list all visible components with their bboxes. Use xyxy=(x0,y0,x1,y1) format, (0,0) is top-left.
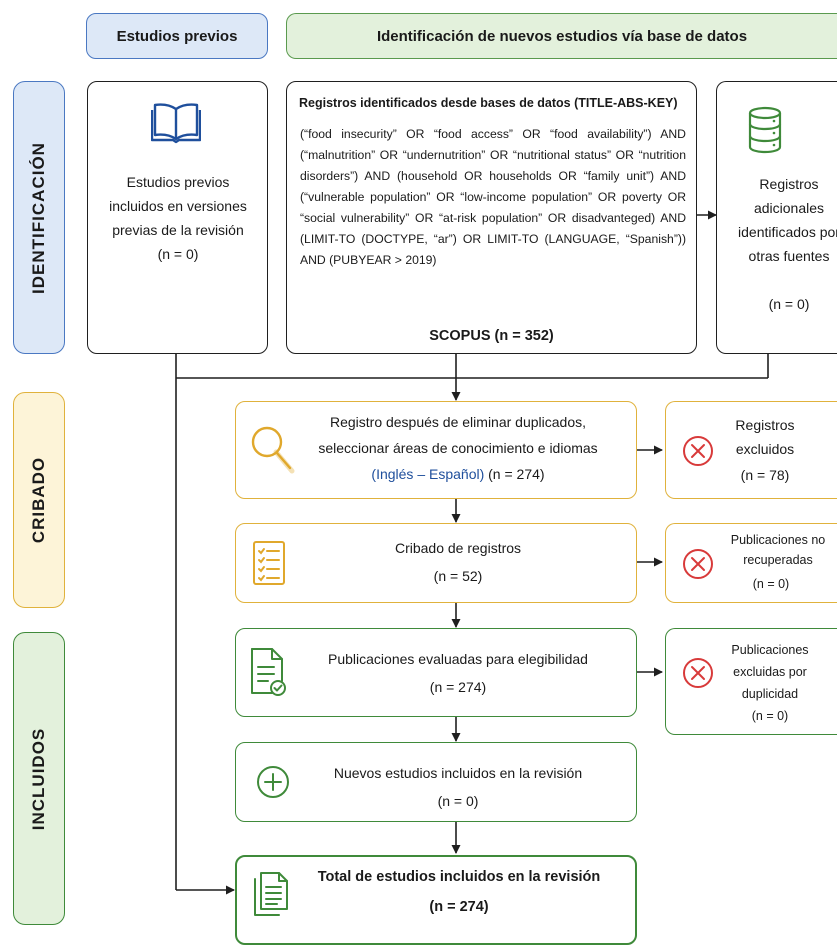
excluded-records-box: Registros excluidos (n = 78) xyxy=(665,401,837,499)
x-circle-icon xyxy=(683,658,713,688)
not-retrieved-text: Publicaciones no recuperadas xyxy=(730,533,826,567)
eligibility-text: Publicaciones evaluadas para elegibilida… xyxy=(328,651,588,667)
dedup-box: Registro después de eliminar duplicados,… xyxy=(235,401,637,499)
checklist-icon xyxy=(253,541,285,585)
screening-text: Cribado de registros xyxy=(394,540,522,556)
new-included-box: Nuevos estudios incluidos en la revisión… xyxy=(235,742,637,822)
screening-count: (n = 52) xyxy=(433,568,483,584)
previous-studies-count: (n = 0) xyxy=(157,246,199,262)
screening-box: Cribado de registros (n = 52) xyxy=(235,523,637,603)
excluded-duplicates-box: Publicaciones excluidas por duplicidad (… xyxy=(665,628,837,735)
eligibility-count: (n = 274) xyxy=(429,679,487,695)
phase-included: INCLUIDOS xyxy=(13,632,65,925)
database-query: (“food insecurity” OR “food access” OR “… xyxy=(300,127,686,267)
new-included-text: Nuevos estudios incluidos en la revisión xyxy=(333,765,583,781)
header-previous-studies: Estudios previos xyxy=(86,13,268,59)
total-included-count: (n = 274) xyxy=(429,899,489,915)
dedup-line3: (Inglés – Español) (n = 274) xyxy=(288,462,628,486)
x-circle-icon xyxy=(683,436,713,466)
database-records-title: Registros identificados desde bases de d… xyxy=(299,96,678,110)
excluded-duplicates-count: (n = 0) xyxy=(751,709,789,723)
header-new-studies: Identificación de nuevos estudios vía ba… xyxy=(286,13,837,59)
book-icon xyxy=(151,103,201,144)
total-included-box: Total de estudios incluidos en la revisi… xyxy=(235,855,637,945)
previous-studies-text: Estudios previos incluidos en versiones … xyxy=(109,174,247,238)
stacked-documents-icon xyxy=(254,872,288,916)
plus-circle-icon xyxy=(257,766,289,798)
magnifier-icon xyxy=(251,426,295,474)
dedup-line1: Registro después de eliminar duplicados, xyxy=(329,414,587,430)
excluded-records-text: Registros excluidos xyxy=(735,417,795,457)
database-records-box: Registros identificados desde bases de d… xyxy=(286,81,697,354)
database-icon xyxy=(748,106,782,154)
other-sources-text: Registros adicionales identificados por … xyxy=(738,176,837,264)
previous-studies-box: Estudios previos incluidos en versiones … xyxy=(87,81,268,354)
phase-identification: IDENTIFICACIÓN xyxy=(13,81,65,354)
header-previous-studies-label: Estudios previos xyxy=(116,27,238,45)
excluded-duplicates-text: Publicaciones excluidas por duplicidad xyxy=(731,643,809,701)
dedup-line2: seleccionar áreas de conocimiento e idio… xyxy=(318,440,598,456)
header-new-studies-label: Identificación de nuevos estudios vía ba… xyxy=(376,27,748,45)
excluded-records-count: (n = 78) xyxy=(740,467,790,483)
not-retrieved-count: (n = 0) xyxy=(752,577,790,591)
other-sources-box: Registros adicionales identificados por … xyxy=(716,81,837,354)
database-source-count: SCOPUS (n = 352) xyxy=(429,328,554,344)
dedup-languages: (Inglés – Español) xyxy=(371,466,485,482)
total-included-text: Total de estudios incluidos en la revisi… xyxy=(317,869,601,885)
new-included-count: (n = 0) xyxy=(437,793,479,809)
document-check-icon xyxy=(251,648,286,696)
phase-identification-label: IDENTIFICACIÓN xyxy=(29,141,48,294)
phase-screening: CRIBADO xyxy=(13,392,65,608)
dedup-count: (n = 274) xyxy=(484,466,545,482)
phase-screening-label: CRIBADO xyxy=(29,456,48,544)
eligibility-box: Publicaciones evaluadas para elegibilida… xyxy=(235,628,637,717)
x-circle-icon xyxy=(683,549,713,579)
other-sources-count: (n = 0) xyxy=(768,296,810,312)
not-retrieved-box: Publicaciones no recuperadas (n = 0) xyxy=(665,523,837,603)
phase-included-label: INCLUIDOS xyxy=(29,727,48,830)
